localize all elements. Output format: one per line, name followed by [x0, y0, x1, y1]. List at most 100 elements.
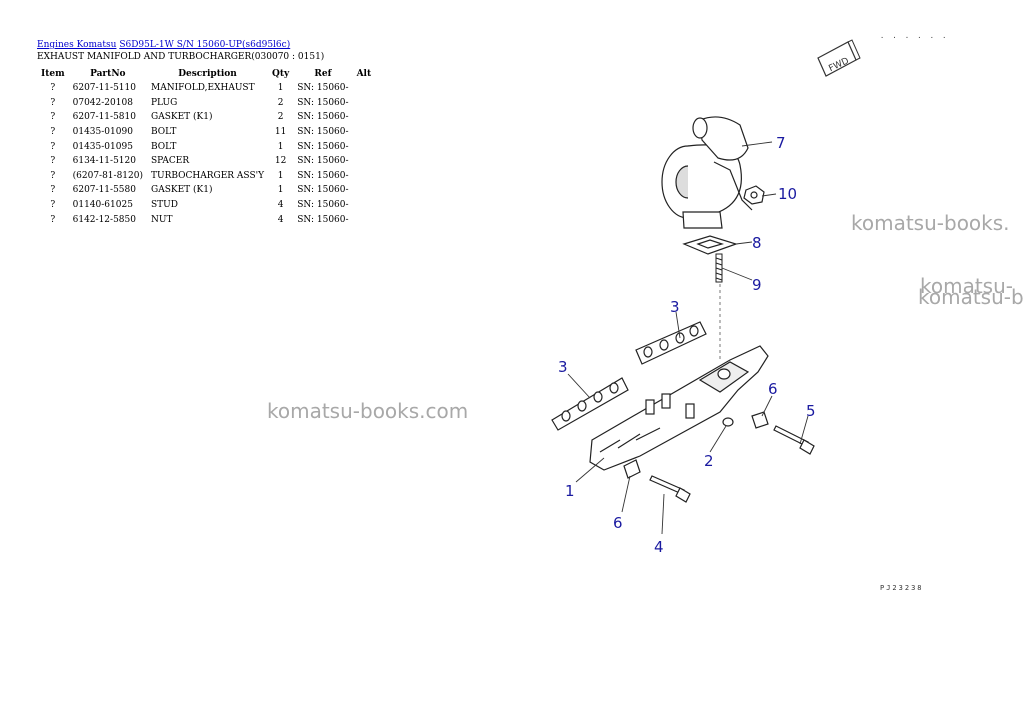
cell-ref: SN: 15060-	[297, 97, 349, 108]
turbo-gasket-drawing	[682, 235, 738, 255]
cell-description: GASKET (K1)	[151, 185, 213, 196]
watermark-right-3: komatsu-b	[918, 285, 1024, 309]
cell-qty: 1	[277, 170, 284, 181]
cell-ref: SN: 15060-	[297, 170, 349, 181]
cell-alt	[353, 96, 376, 111]
diagram-top-code: · · · · · ·	[880, 34, 949, 42]
callout-5: 5	[806, 402, 816, 420]
bolt-drawing	[649, 425, 815, 503]
header-partno: PartNo	[90, 68, 126, 79]
turbocharger-drawing	[661, 116, 753, 229]
cell-description: MANIFOLD,EXHAUST	[151, 83, 255, 94]
cell-item: ?	[50, 200, 56, 211]
cell-ref: SN: 15060-	[297, 127, 349, 138]
callout-6-left: 6	[613, 514, 623, 532]
cell-item: ?	[50, 170, 56, 181]
header-qty: Qty	[272, 68, 290, 79]
plug-drawing	[722, 417, 734, 427]
cell-qty: 11	[274, 127, 287, 138]
watermark-center: komatsu-books.com	[267, 399, 469, 423]
cell-description: BOLT	[151, 127, 177, 138]
callout-6-right: 6	[768, 380, 778, 398]
cell-qty: 12	[274, 156, 287, 167]
cell-item: ?	[50, 112, 56, 123]
watermark-right: komatsu-books.	[851, 211, 1010, 235]
cell-ref: SN: 15060-	[297, 83, 349, 94]
cell-partno: 6207-11-5110	[72, 83, 136, 94]
exploded-parts-diagram: FWD	[551, 39, 861, 556]
page-title: EXHAUST MANIFOLD AND TURBOCHARGER(030070…	[37, 52, 325, 62]
header-ref: Ref	[314, 68, 332, 79]
cell-alt	[353, 212, 376, 227]
breadcrumb-model-link[interactable]: S6D95L-1W S/N 15060-UP(s6d95l6c)	[119, 40, 291, 50]
leader-lines	[567, 141, 809, 535]
cell-description: NUT	[151, 214, 173, 225]
cell-item: ?	[50, 127, 56, 138]
cell-item: ?	[50, 185, 56, 196]
cell-item: ?	[50, 97, 56, 108]
callout-4: 4	[654, 538, 664, 556]
table-row: ? 01435-01090 BOLT 11 SN: 15060-	[37, 125, 375, 140]
cell-ref: SN: 15060-	[297, 214, 349, 225]
header-alt: Alt	[356, 68, 372, 79]
cell-alt	[353, 139, 376, 154]
cell-partno: 07042-20108	[72, 97, 133, 108]
parts-table: Item PartNo Description Qty Ref Alt ? 620…	[37, 66, 375, 227]
cell-alt	[353, 183, 376, 198]
callout-8: 8	[752, 234, 762, 252]
table-row: ? 01140-61025 STUD 4 SN: 15060-	[37, 198, 375, 213]
cell-ref: SN: 15060-	[297, 156, 349, 167]
callout-9: 9	[752, 276, 762, 294]
cell-item: ?	[50, 141, 56, 152]
cell-alt	[353, 81, 376, 96]
cell-ref: SN: 15060-	[297, 200, 349, 211]
cell-alt	[353, 110, 376, 125]
cell-ref: SN: 15060-	[297, 112, 349, 123]
callout-2: 2	[704, 452, 714, 470]
breadcrumb-engines-link[interactable]: Engines Komatsu	[37, 40, 117, 50]
cell-alt	[353, 169, 376, 184]
cell-description: TURBOCHARGER ASS'Y	[151, 170, 265, 181]
cell-description: BOLT	[151, 141, 177, 152]
table-row: ? 01435-01095 BOLT 1 SN: 15060-	[37, 139, 375, 154]
cell-partno: 01435-01090	[72, 127, 133, 138]
callout-numbers: 7 10 8 9 3 3 6 5 2 1 6 4	[558, 134, 816, 556]
cell-qty: 4	[277, 214, 284, 225]
header-item: Item	[41, 68, 65, 79]
cell-item: ?	[50, 214, 56, 225]
header-description: Description	[178, 68, 237, 79]
cell-qty: 1	[277, 83, 284, 94]
table-row: ? 6142-12-5850 NUT 4 SN: 15060-	[37, 212, 375, 227]
watermark-right-2: komatsu-	[920, 274, 1013, 298]
manifold-gasket-drawing	[551, 321, 707, 431]
cell-description: SPACER	[151, 156, 190, 167]
cell-partno: 6207-11-5580	[72, 185, 136, 196]
cell-partno: 01140-61025	[72, 200, 133, 211]
cell-partno: 6142-12-5850	[72, 214, 136, 225]
cell-qty: 2	[277, 112, 284, 123]
callout-3-lower: 3	[558, 358, 568, 376]
cell-ref: SN: 15060-	[297, 141, 349, 152]
cell-description: STUD	[151, 200, 178, 211]
cell-alt	[353, 125, 376, 140]
nut-drawing	[743, 185, 765, 205]
cell-qty: 2	[277, 97, 284, 108]
callout-10: 10	[778, 185, 797, 203]
stud-drawing	[715, 253, 723, 283]
cell-item: ?	[50, 156, 56, 167]
spacer-drawing	[623, 411, 769, 479]
cell-partno: 6207-11-5810	[72, 112, 136, 123]
cell-qty: 4	[277, 200, 284, 211]
cell-qty: 1	[277, 185, 284, 196]
cell-qty: 1	[277, 141, 284, 152]
callout-3-upper: 3	[670, 298, 680, 316]
drawing-code: PJ23238	[880, 584, 924, 592]
cell-partno: 01435-01095	[72, 141, 133, 152]
callout-7: 7	[776, 134, 786, 152]
exhaust-manifold-drawing	[589, 345, 769, 471]
